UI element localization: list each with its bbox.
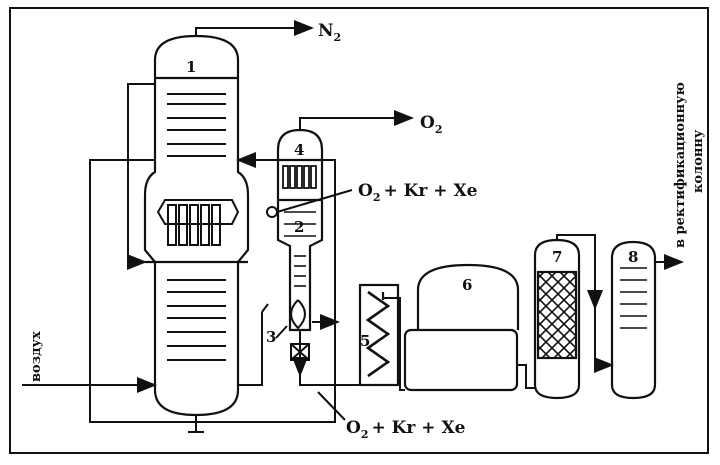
tank-6 [403,263,520,392]
label-1: 1 [186,58,196,76]
column-4-condenser-tubes [282,165,317,189]
label-4: 4 [294,141,304,159]
output-labels: N2 O2 O2+ Kr + Xe O2+ Kr + Xe [318,21,478,441]
column-2-piping [261,110,414,421]
label-8: 8 [628,248,638,266]
column-1 [143,34,250,417]
heat-exchanger-5 [358,283,400,387]
column-1-condenser [156,199,240,246]
label-6: 6 [462,276,472,294]
mix-label-top: O2+ Kr + Xe [358,181,478,204]
o2-label: O2 [420,113,442,136]
label-7: 7 [552,248,562,266]
mix-label-bottom: O2+ Kr + Xe [346,418,466,441]
outlet-caption-line1: в ректификационную [673,82,688,248]
label-5: 5 [360,332,370,350]
column-2-trays [284,211,316,287]
n2-label: N2 [318,21,341,44]
label-2: 2 [294,218,304,236]
column-8 [610,240,657,400]
adsorber-7 [533,238,581,400]
label-3: 3 [266,328,276,346]
column-1-trays [167,93,226,361]
outer-frame [9,7,709,454]
outlet-caption: в ректификационную колонну [673,82,706,248]
air-inlet-label: воздух [29,331,44,382]
flow-lines [382,234,684,391]
outlet-caption-line2: колонну [691,129,706,193]
equipment-numbers: 1 2 3 4 5 6 7 8 [186,58,638,350]
column-8-trays [620,267,647,329]
